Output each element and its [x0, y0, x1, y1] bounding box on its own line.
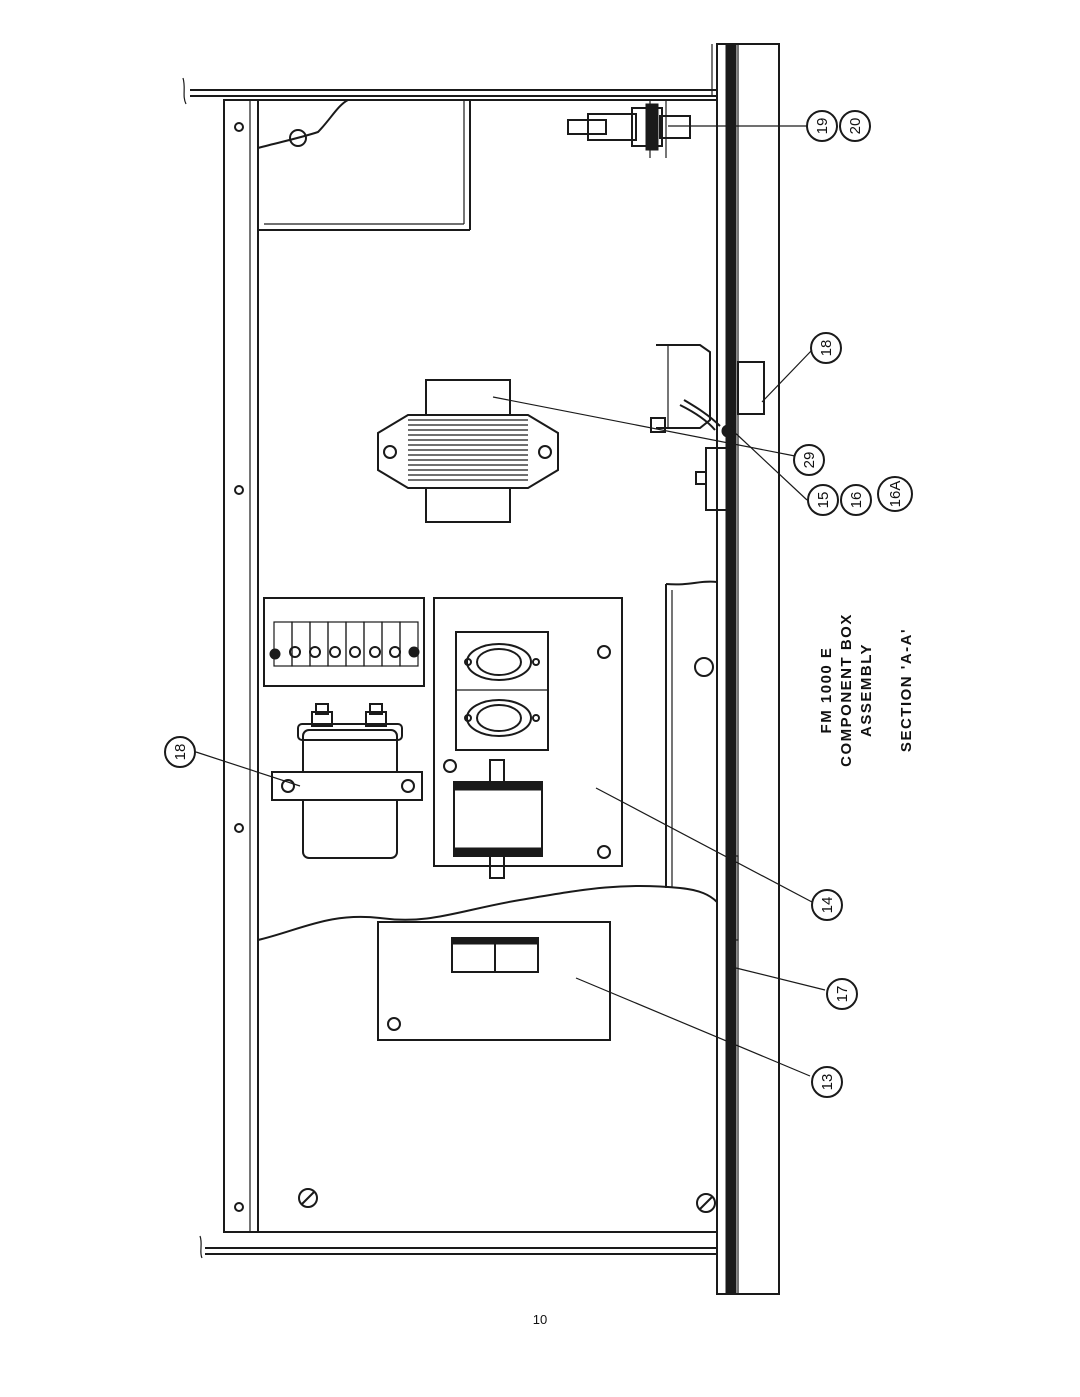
terminal-screw — [389, 646, 401, 658]
relay-panel — [433, 597, 623, 879]
svg-text:16A: 16A — [887, 481, 904, 508]
side-wall — [665, 580, 739, 941]
mounting-rail — [716, 43, 780, 1295]
hex-nut — [597, 845, 611, 859]
hex-nut — [401, 779, 415, 793]
callout-19: 19 — [806, 110, 838, 142]
fuse-holder-plate — [377, 921, 611, 1041]
title-line-1: FM 1000 E — [818, 647, 835, 734]
callout-16: 16 — [840, 484, 872, 516]
callout-18-right: 18 — [810, 332, 842, 364]
component-panel — [223, 99, 717, 1233]
terminal-screw — [408, 646, 420, 658]
svg-text:19: 19 — [814, 118, 831, 135]
corner-screws — [298, 1188, 716, 1213]
svg-text:17: 17 — [834, 986, 851, 1003]
hex-nut — [281, 779, 295, 793]
callout-17: 17 — [826, 978, 858, 1010]
connector-bushing — [567, 100, 691, 158]
title-line-2: COMPONENT BOX — [838, 613, 855, 767]
mounting-hole — [234, 823, 244, 833]
leader-lines — [195, 125, 826, 1077]
svg-text:16: 16 — [848, 492, 865, 509]
callout-13: 13 — [811, 1066, 843, 1098]
callout-15: 15 — [807, 484, 839, 516]
rivet — [721, 424, 735, 438]
callout-14: 14 — [811, 889, 843, 921]
svg-text:14: 14 — [819, 897, 836, 914]
svg-text:18: 18 — [818, 340, 835, 357]
hex-nut — [538, 445, 552, 459]
transformer-heatsink — [377, 379, 559, 523]
clamp-strap — [271, 771, 423, 801]
callout-20: 20 — [839, 110, 871, 142]
callout-18-left: 18 — [164, 736, 196, 768]
page-number: 10 — [532, 1312, 548, 1327]
hex-nut — [443, 759, 457, 773]
title-block: FM 1000 E COMPONENT BOX ASSEMBLY SECTION… — [818, 613, 915, 767]
mounting-hole — [234, 485, 244, 495]
title-line-4: SECTION 'A-A' — [898, 628, 915, 752]
svg-text:18: 18 — [172, 744, 189, 761]
top-cover-plate — [257, 99, 471, 231]
terminal-screw — [349, 646, 361, 658]
screw-hole — [289, 129, 307, 147]
terminal-screw — [309, 646, 321, 658]
rail-switch — [650, 344, 765, 511]
terminal-screw — [329, 646, 341, 658]
mounting-hole — [234, 122, 244, 132]
terminal-block — [263, 597, 425, 687]
capacitor — [271, 703, 423, 859]
title-line-3: ASSEMBLY — [858, 643, 875, 737]
svg-text:13: 13 — [819, 1074, 836, 1091]
box-flanges — [182, 44, 717, 1259]
terminal-screw — [369, 646, 381, 658]
break-line — [257, 884, 718, 941]
hex-nut — [597, 645, 611, 659]
mounting-hole — [234, 1202, 244, 1212]
screw-hole — [694, 657, 714, 677]
screw-hole — [387, 1017, 401, 1031]
terminal-screw — [289, 646, 301, 658]
callout-29: 29 — [793, 444, 825, 476]
svg-text:15: 15 — [815, 492, 832, 509]
callout-16a: 16A — [877, 476, 913, 512]
hex-nut — [383, 445, 397, 459]
terminal-screw — [269, 648, 281, 660]
svg-text:29: 29 — [801, 452, 818, 469]
svg-text:20: 20 — [847, 118, 864, 135]
